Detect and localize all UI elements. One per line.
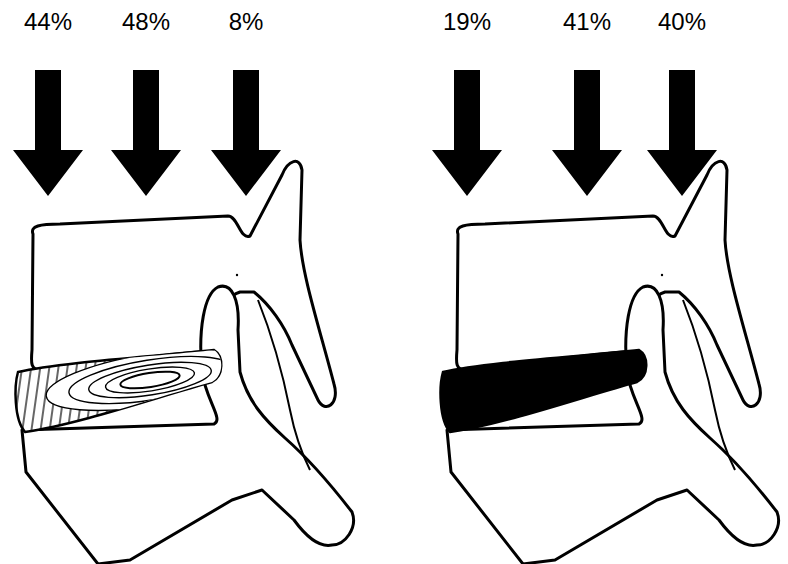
load-percentage: 8%	[201, 8, 291, 36]
healthy-segment	[16, 161, 354, 564]
load-percentage: 40%	[637, 8, 727, 36]
load-arrow	[111, 70, 181, 196]
load-percentage: 19%	[422, 8, 512, 36]
arrows	[13, 70, 717, 196]
disc-rings	[42, 338, 258, 422]
load-percentage: 48%	[101, 8, 191, 36]
load-arrow	[211, 70, 281, 196]
load-percentage: 41%	[542, 8, 632, 36]
load-arrow	[432, 70, 502, 196]
degenerated-segment	[441, 161, 779, 564]
degenerated-disc	[441, 350, 647, 432]
load-percentage: 44%	[3, 8, 93, 36]
load-arrow	[552, 70, 622, 196]
load-arrow	[13, 70, 83, 196]
